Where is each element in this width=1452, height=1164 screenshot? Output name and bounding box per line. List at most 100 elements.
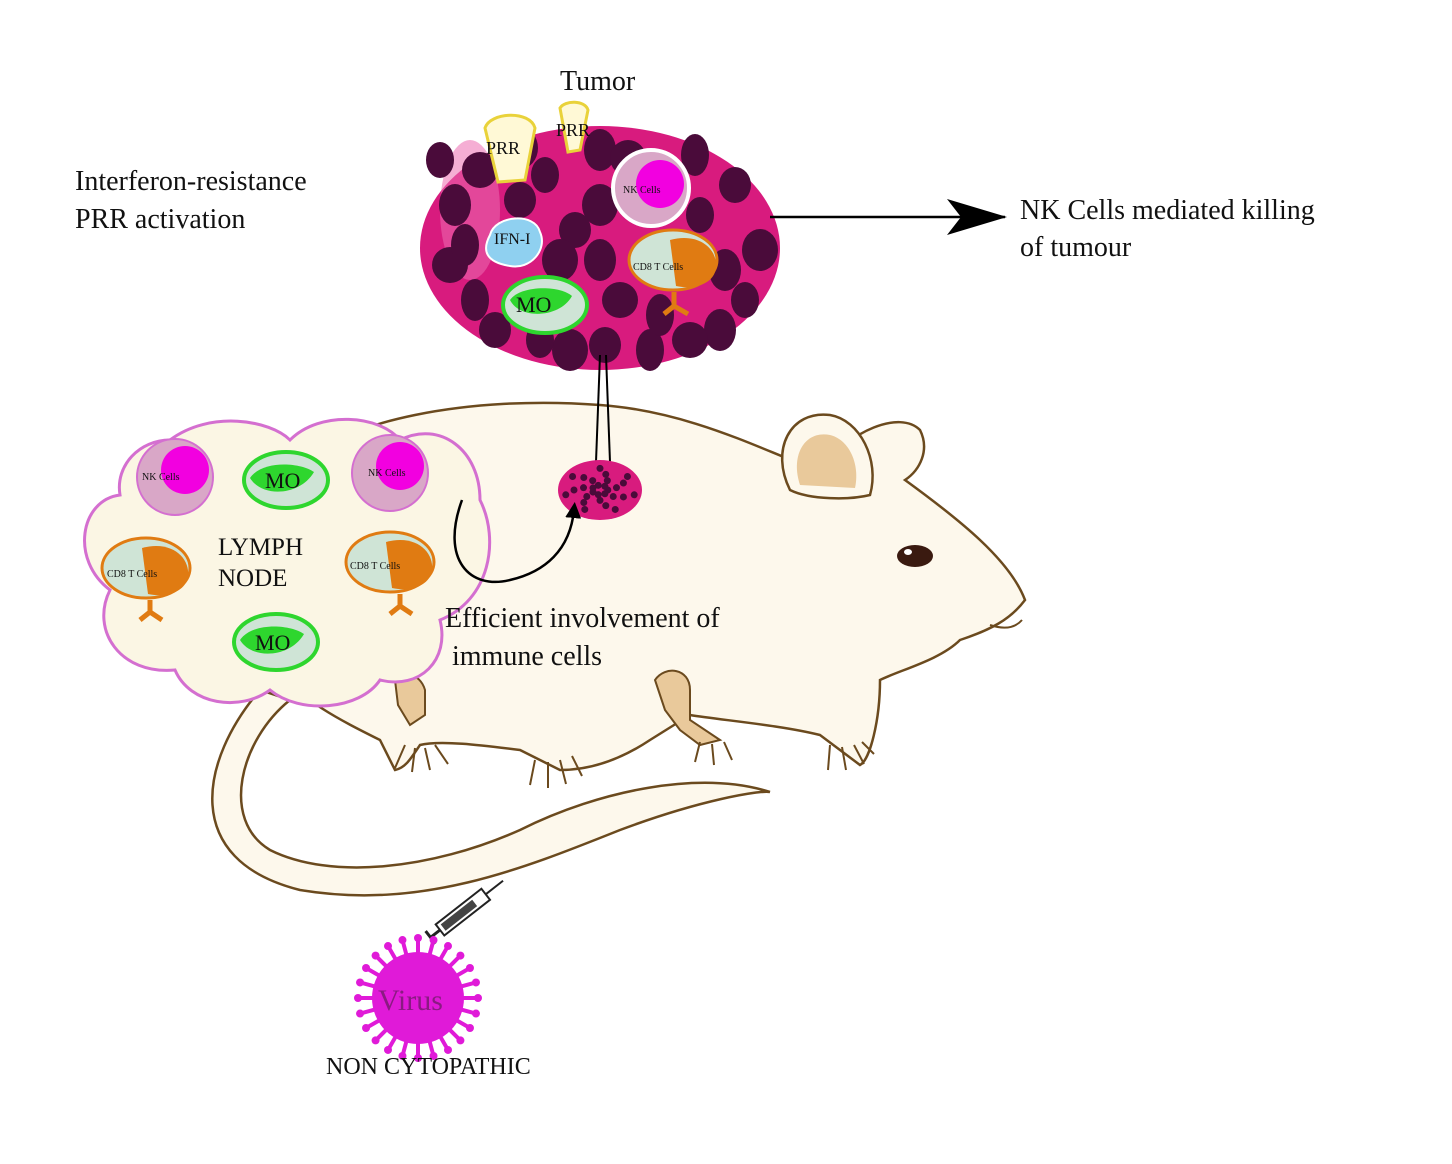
virus-spike-tip (371, 1036, 380, 1045)
tumor-ifn-label: IFN-I (494, 231, 530, 248)
tumor-spot (636, 329, 664, 371)
tumor-cd8-cell: CD8 T Cells (627, 228, 719, 317)
tumor-spot (584, 129, 616, 171)
lymph-nk-label-2: NK Cells (368, 468, 406, 479)
virus-spike-tip (456, 1036, 465, 1045)
tumor-spot (504, 182, 536, 218)
mouse-tumor-spot (583, 492, 591, 500)
virus-spike-tip (444, 942, 452, 951)
virus-spike-tip (384, 942, 392, 951)
tumor-spot (461, 279, 489, 321)
virus-spike-tip (429, 1051, 438, 1060)
prr-receptor-2: PRR (556, 100, 590, 154)
tumor-spot (426, 142, 454, 178)
virus-spike-tip (356, 978, 365, 987)
tumor-spot (672, 322, 708, 358)
tumor-mo-label: MO (516, 292, 551, 317)
virus-spike-tip (371, 951, 380, 960)
mouse-tumor-spot (596, 464, 604, 472)
tumor-spot (531, 157, 559, 193)
mouse-tumor-spot (569, 473, 577, 481)
tumor-spot (742, 229, 778, 271)
virus-spike-tip (354, 994, 362, 1002)
lymph-nk-cell-1: NK Cells (136, 438, 214, 516)
tumor-connector-right (605, 354, 611, 463)
prr-activation-label: PRR activation (75, 204, 245, 235)
mouse-tumor-spot (581, 505, 589, 513)
lymph-cd8-label-1: CD8 T Cells (107, 569, 157, 580)
tumor-spot (559, 212, 591, 248)
efficient-involvement-label-2: immune cells (452, 641, 602, 672)
mouse-tumor-spot (580, 499, 588, 507)
interferon-resistance-label: Interferon-resistance (75, 166, 307, 197)
mouse-tumor-spot (619, 479, 627, 487)
mouse-tumor-spot (612, 484, 620, 492)
lymph-label-2: NODE (218, 565, 287, 592)
mouse-tumor-spot (619, 493, 627, 501)
tumor-cd8-label: CD8 T Cells (633, 262, 683, 273)
virus-spike-tip (398, 936, 407, 945)
lymph-label-1: LYMPH (218, 534, 303, 561)
tumor-nk-cell: NK Cells (611, 148, 691, 228)
mouse-tumor-spot (562, 491, 570, 499)
mouse-eye (897, 545, 933, 567)
tumor-ifn-cell: IFN-I (485, 217, 543, 268)
tumor-spot (719, 167, 751, 203)
prr-label-2: PRR (556, 120, 590, 140)
mouse-tumor-spot (589, 484, 597, 492)
mouse-tumor-spot (594, 491, 602, 499)
mouse-tumor-spot (602, 470, 610, 478)
mouse-tumor (558, 460, 642, 520)
virus-spike-tip (362, 1024, 371, 1032)
lymph-nk-label-1: NK Cells (142, 472, 180, 483)
tumor-mo-cell: MO (501, 275, 589, 335)
virus-spike-tip (414, 1054, 422, 1062)
lymph-cd8-cell-1: CD8 T Cells (100, 536, 192, 623)
tumor-spot (589, 327, 621, 363)
tumor-spot (731, 282, 759, 318)
virus-spike-tip (465, 1024, 474, 1032)
virus-spike-tip (471, 978, 480, 987)
tumor: PRR PRR NK Cells IFN-I CD8 T Cells (420, 100, 780, 371)
tumor-spot (646, 294, 674, 336)
nk-killing-label-2: of tumour (1020, 232, 1132, 263)
virus-spike-tip (471, 1009, 480, 1018)
mouse-tail (211, 688, 771, 897)
tumor-spot (439, 184, 471, 226)
tumor-spot (582, 184, 618, 226)
tumor-spot (686, 197, 714, 233)
prr-label-1: PRR (486, 138, 520, 158)
virus-spike-tip (414, 934, 422, 942)
tumor-spot (704, 309, 736, 351)
lymph-cd8-cell-2: CD8 T Cells (344, 530, 436, 617)
mouse-front-leg (653, 669, 723, 747)
mouse-tumor-spot (580, 484, 588, 492)
mouse-tumor-spot (601, 482, 609, 490)
virus-spike-tip (456, 951, 465, 960)
lymph-node: NK Cells MO NK Cells CD8 T Cells CD8 T C… (83, 417, 492, 708)
virus-spike-tip (474, 994, 482, 1002)
tumor-nk-label: NK Cells (623, 185, 661, 196)
tumor-spot (584, 239, 616, 281)
virus-label: Virus (378, 984, 443, 1017)
tumor-spot (681, 134, 709, 176)
tumor-spot (451, 224, 479, 266)
lymph-mo-label-1: MO (265, 468, 300, 493)
mouse-tumor-spot (601, 490, 609, 498)
mouse-tumor-spot (603, 477, 611, 485)
lymph-mo-cell-1: MO (242, 450, 330, 510)
mouse-tumor-spot (602, 502, 610, 510)
mouse-ear-inner (796, 434, 857, 488)
mouse-mid-foot (529, 755, 583, 788)
mouse-tumor-spot (570, 486, 578, 494)
virus-spike-tip (398, 1051, 407, 1060)
lymph-to-tumor-arrow (453, 499, 582, 584)
mouse-tumor-spot (596, 496, 604, 504)
mouse-tumor-spot (623, 473, 631, 481)
lymph-mo-label-2: MO (255, 630, 290, 655)
mouse-tumor-spot (611, 505, 619, 513)
virus-spike-tip (356, 1009, 365, 1018)
mouse-hind-foot (394, 744, 449, 773)
virus-spike-tip (384, 1045, 392, 1054)
